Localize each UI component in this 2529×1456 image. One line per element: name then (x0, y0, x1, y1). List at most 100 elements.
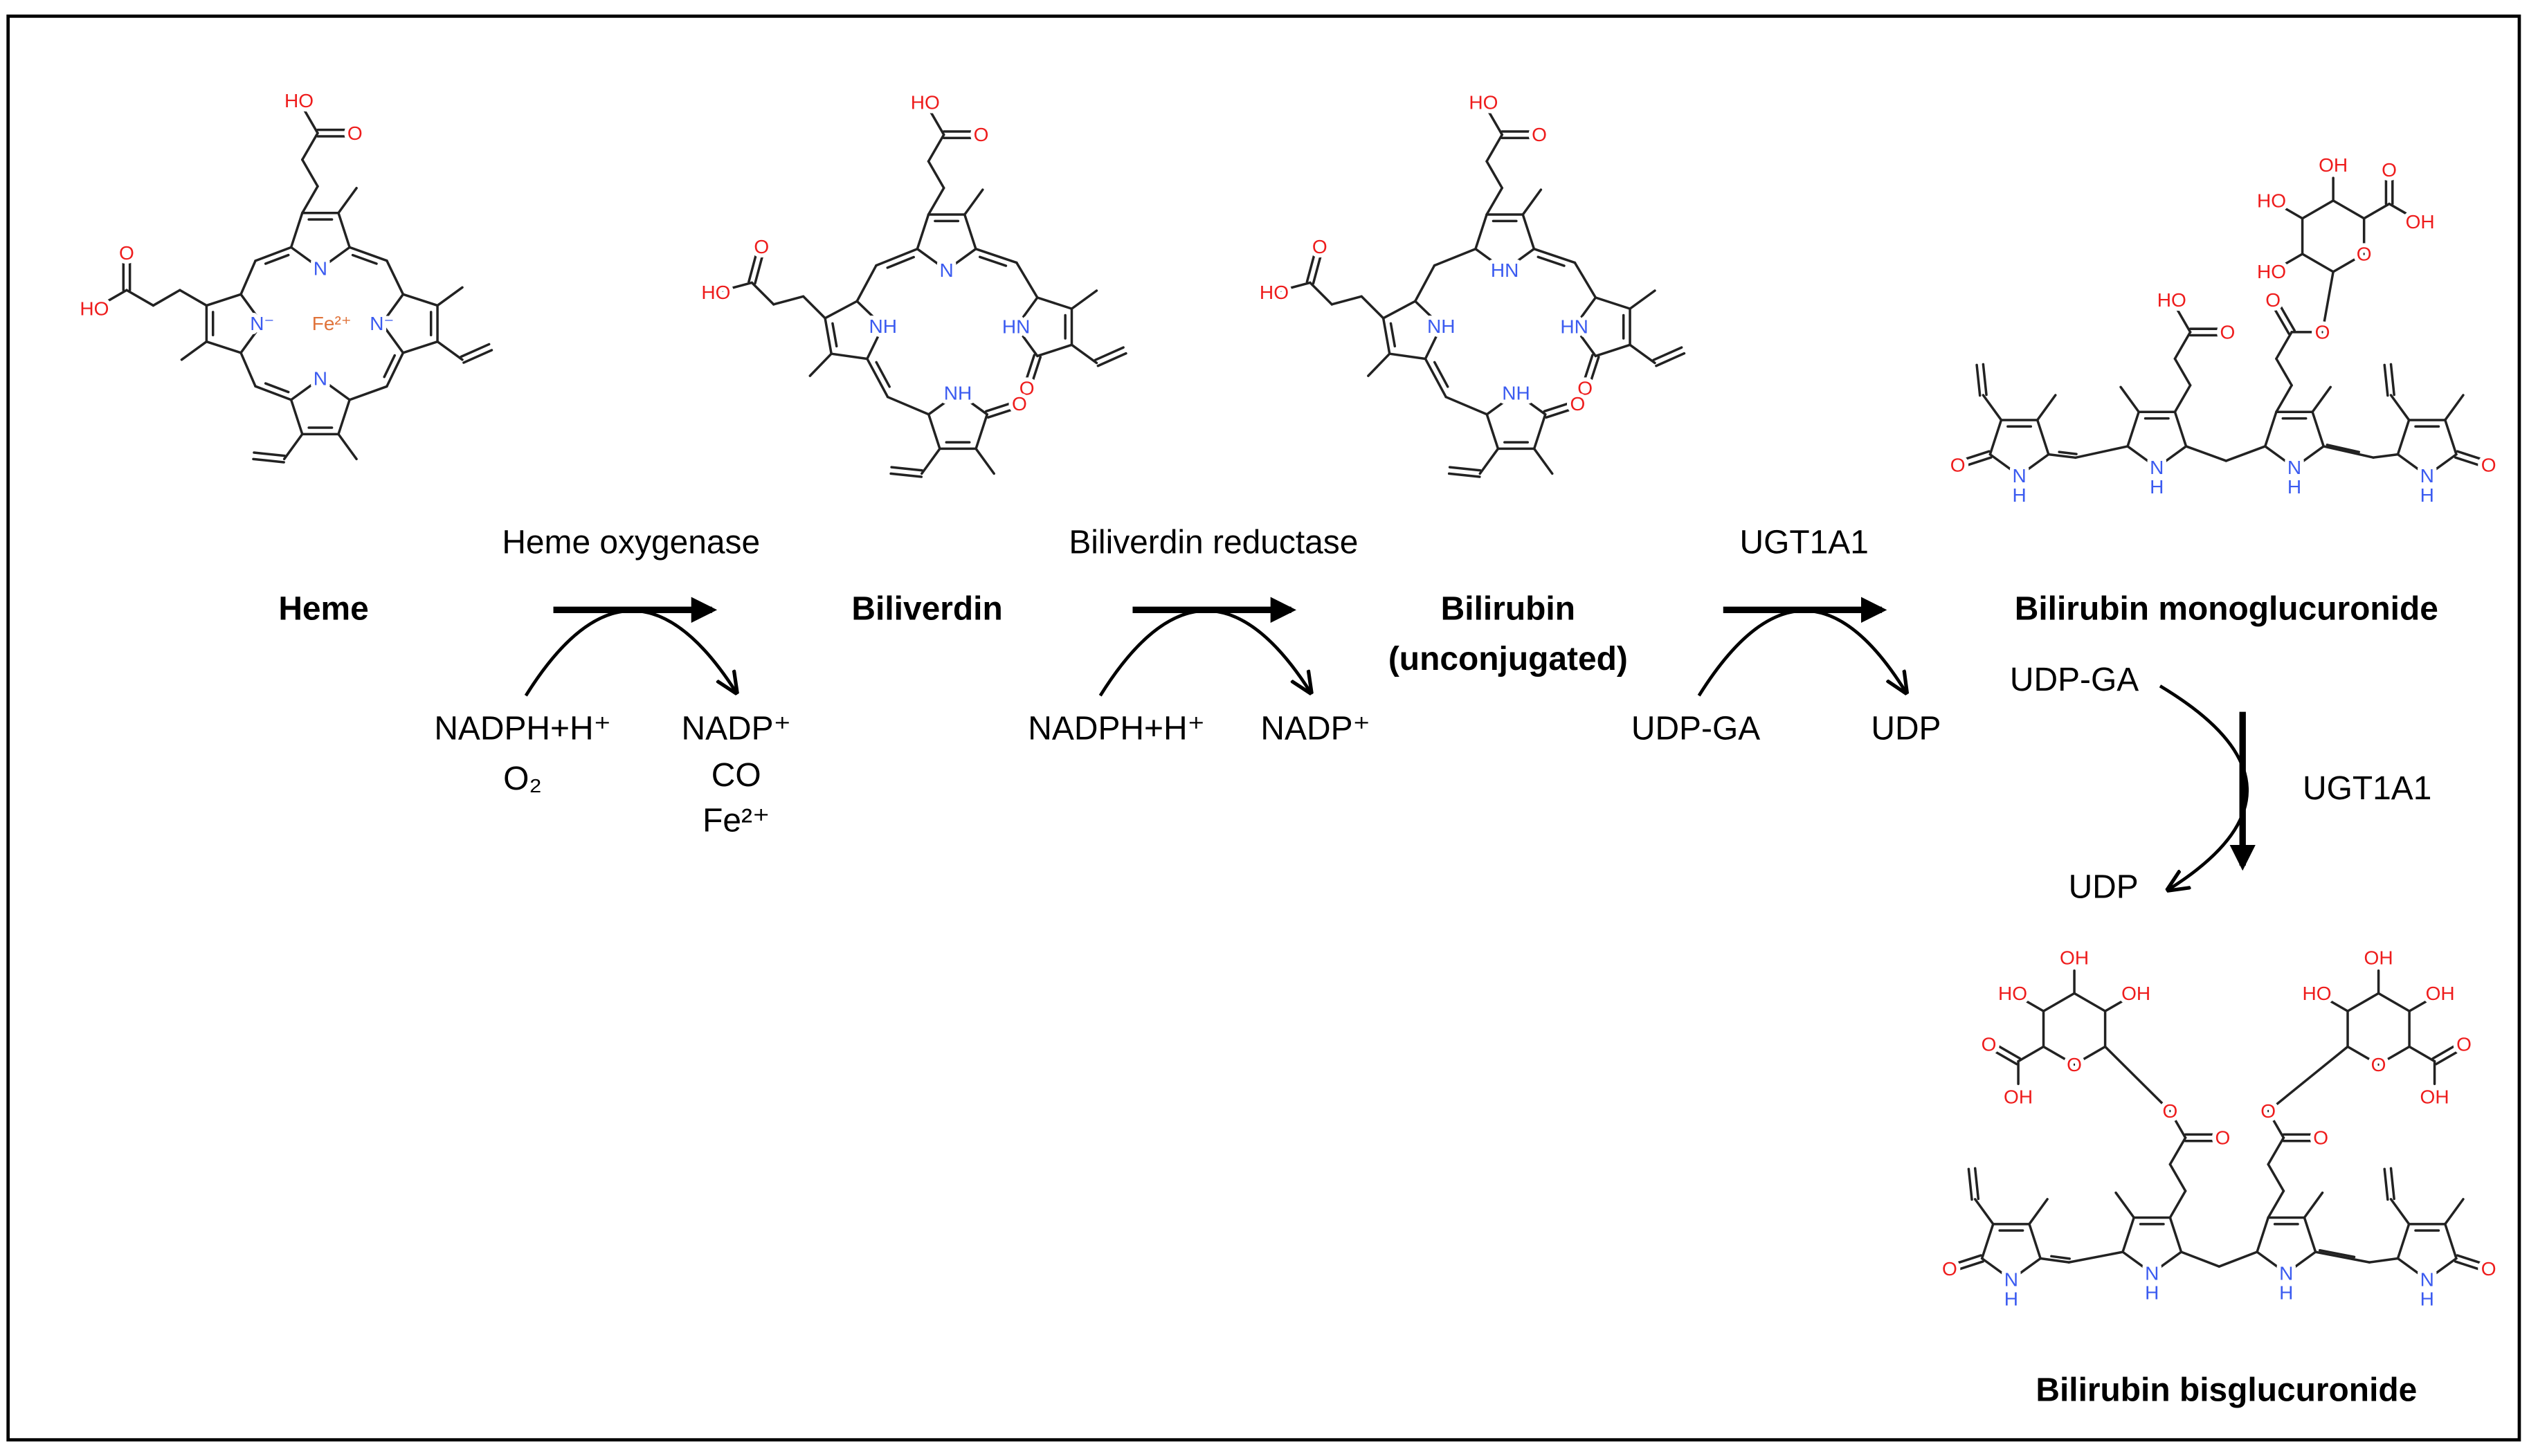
chemical-bond (1305, 251, 1316, 283)
cofactor-curved-arrow (1697, 609, 1906, 695)
chemical-bond (2074, 445, 2129, 459)
chemical-bond (2318, 1249, 2356, 1259)
chemical-bond (927, 413, 941, 451)
chemical-bond (975, 447, 995, 475)
chemical-bond (889, 472, 923, 478)
chemical-bond (2267, 1190, 2285, 1219)
atom-label: O (2382, 159, 2397, 181)
chemical-bond (2173, 304, 2192, 334)
atom-label: OH (2406, 211, 2435, 233)
chemical-bond (2281, 206, 2304, 220)
atom-label: N⁻ (370, 313, 394, 334)
chemical-bond (1514, 392, 1547, 416)
chemical-bond (2067, 1250, 2124, 1264)
chemical-bond (1594, 343, 1631, 358)
chemical-bond (301, 158, 319, 188)
chemical-bond (436, 340, 464, 361)
chemical-bond (2383, 1167, 2389, 1201)
chemical-bond (1389, 322, 1397, 348)
chemical-bond (831, 322, 838, 348)
chemical-bond (985, 401, 1014, 413)
chemical-bond (1312, 253, 1323, 285)
chemical-bond (808, 352, 833, 377)
atom-label: OH (2364, 947, 2393, 968)
chemical-bond (1031, 356, 1042, 385)
atom-label: N (314, 368, 327, 390)
chemical-bond (179, 289, 208, 307)
compound-label-heme: Heme (278, 590, 368, 627)
cofactor-curved-arrow (524, 609, 736, 695)
atom-label: O (1942, 1258, 1957, 1280)
chemical-bond (747, 251, 759, 283)
chemical-bond (1367, 352, 1391, 377)
chemical-bond (1572, 296, 1597, 328)
chemical-bond (2018, 453, 2050, 477)
chemical-bond (1094, 346, 1125, 361)
atom-label: O (2067, 1054, 2082, 1075)
chemical-bond (337, 398, 351, 436)
chemical-bond (1532, 247, 1577, 264)
chemical-bond (2377, 992, 2411, 1012)
chemical-bond (239, 322, 264, 354)
atom-label: O (2371, 1054, 2386, 1075)
chemical-bond (301, 185, 319, 215)
atom-label: HO (701, 282, 730, 303)
chemical-bond (1532, 413, 1547, 451)
chemical-bond (289, 398, 304, 436)
chemical-bond (1485, 413, 1500, 451)
chemical-bond (289, 377, 322, 401)
atom-label: HO (1260, 282, 1289, 303)
chemical-bond (2179, 1250, 2221, 1268)
chemical-bond (2326, 998, 2349, 1012)
atom-label: HO (1469, 92, 1498, 113)
chemical-bond (2346, 1045, 2380, 1066)
chemical-bond (1474, 213, 1488, 251)
chemical-bond (383, 354, 397, 379)
chemical-bond (2224, 445, 2267, 462)
chemical-bond (337, 433, 358, 461)
chemical-bond (1388, 352, 1427, 361)
chemical-bond (2454, 456, 2483, 468)
chemical-bond (386, 352, 405, 388)
atom-label: H (2145, 1282, 2159, 1303)
chemical-bond (1997, 1045, 2022, 1060)
atom-label: OH (2319, 154, 2348, 176)
atom-label: HO (2257, 190, 2286, 211)
chemical-bond (754, 253, 765, 285)
chemical-bond (254, 246, 293, 262)
atom-label: O (1012, 393, 1027, 415)
chemical-bond (866, 325, 885, 361)
chemical-bond (1381, 300, 1417, 320)
chemical-bond (1543, 401, 1572, 413)
chemical-bond (2275, 357, 2293, 387)
chemical-bond (2435, 1050, 2459, 1066)
atom-label: O (2260, 1100, 2276, 1122)
chemical-bond (2042, 1045, 2076, 1066)
chemical-bond (1424, 357, 1447, 399)
chemical-bond (1953, 1254, 1982, 1266)
chemical-bond (239, 260, 257, 296)
chemical-bond (1988, 419, 2003, 456)
atom-label: HN (1560, 316, 1588, 338)
chemical-bond (2314, 1250, 2371, 1264)
chemical-bond (2264, 445, 2296, 469)
compound-label-biliverdin: Biliverdin (851, 590, 1002, 627)
chemical-bond (2256, 1250, 2288, 1275)
chemical-bond (1485, 160, 1504, 190)
chemical-bond (282, 433, 304, 461)
chemical-bond (2368, 1257, 2400, 1264)
chemical-bond (1967, 1167, 1973, 1201)
chemical-bond (921, 447, 941, 475)
atom-label: N (2150, 457, 2164, 478)
chemical-bond (2022, 998, 2045, 1012)
atom-label: N (2279, 1262, 2293, 1284)
chemical-bond (2425, 453, 2458, 477)
cofactor-curved-arrow (1098, 609, 1311, 695)
atom-label: OH (2121, 983, 2150, 1004)
atom-label: H (2420, 1289, 2434, 1310)
atom-label: HO (80, 298, 109, 320)
chemical-bond (2278, 302, 2296, 332)
chemical-bond (2155, 445, 2188, 469)
chemical-bond (253, 451, 286, 457)
